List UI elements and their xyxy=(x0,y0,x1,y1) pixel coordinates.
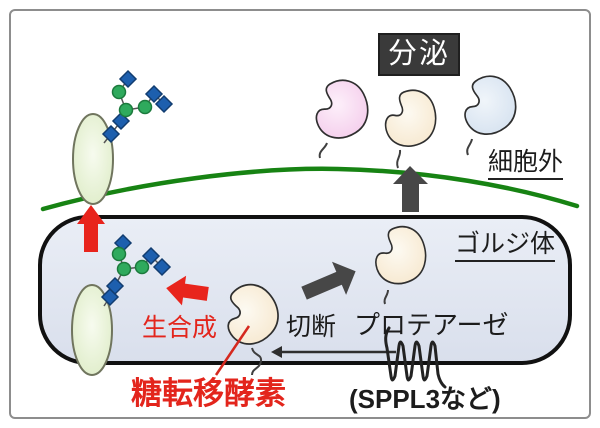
label-pointer-line xyxy=(214,325,251,376)
glycosyltransferase-label: 糖転移酵素 xyxy=(131,376,286,411)
protease-label: プロテアーゼ xyxy=(354,310,509,340)
biosynthesis-left-red-arrow-icon xyxy=(166,275,209,306)
membrane-protein-oval-golgi-icon xyxy=(71,284,113,376)
cleavage-label: 切断 xyxy=(286,313,337,341)
cleaved-enzyme-blob-icon xyxy=(370,222,431,305)
release-right-gray-arrow-icon xyxy=(301,261,356,300)
n-glycan-golgi-icon xyxy=(100,233,172,307)
golgi-label: ゴルジ体 xyxy=(455,230,556,262)
cell-membrane-line xyxy=(40,166,580,212)
glycosyltransferase-blob-icon xyxy=(212,275,290,376)
secretion-up-arrow-icon xyxy=(393,166,428,212)
cleavage-thin-arrow-icon xyxy=(271,346,396,358)
protease-example-label: (SPPL3など) xyxy=(349,384,501,414)
transport-up-red-arrow-icon xyxy=(77,205,105,252)
secreted-protein-blue-icon xyxy=(453,68,525,156)
secreted-protein-cream-icon xyxy=(381,87,439,169)
extracellular-label: 細胞外 xyxy=(488,148,564,180)
biosynthesis-label: 生合成 xyxy=(142,314,218,342)
secretion-badge: 分泌 xyxy=(378,33,460,76)
n-glycan-surface-icon xyxy=(101,69,174,144)
secreted-protein-pink-icon xyxy=(307,74,375,159)
membrane-protein-oval-surface-icon xyxy=(72,113,114,205)
protease-spring-icon xyxy=(384,326,447,389)
